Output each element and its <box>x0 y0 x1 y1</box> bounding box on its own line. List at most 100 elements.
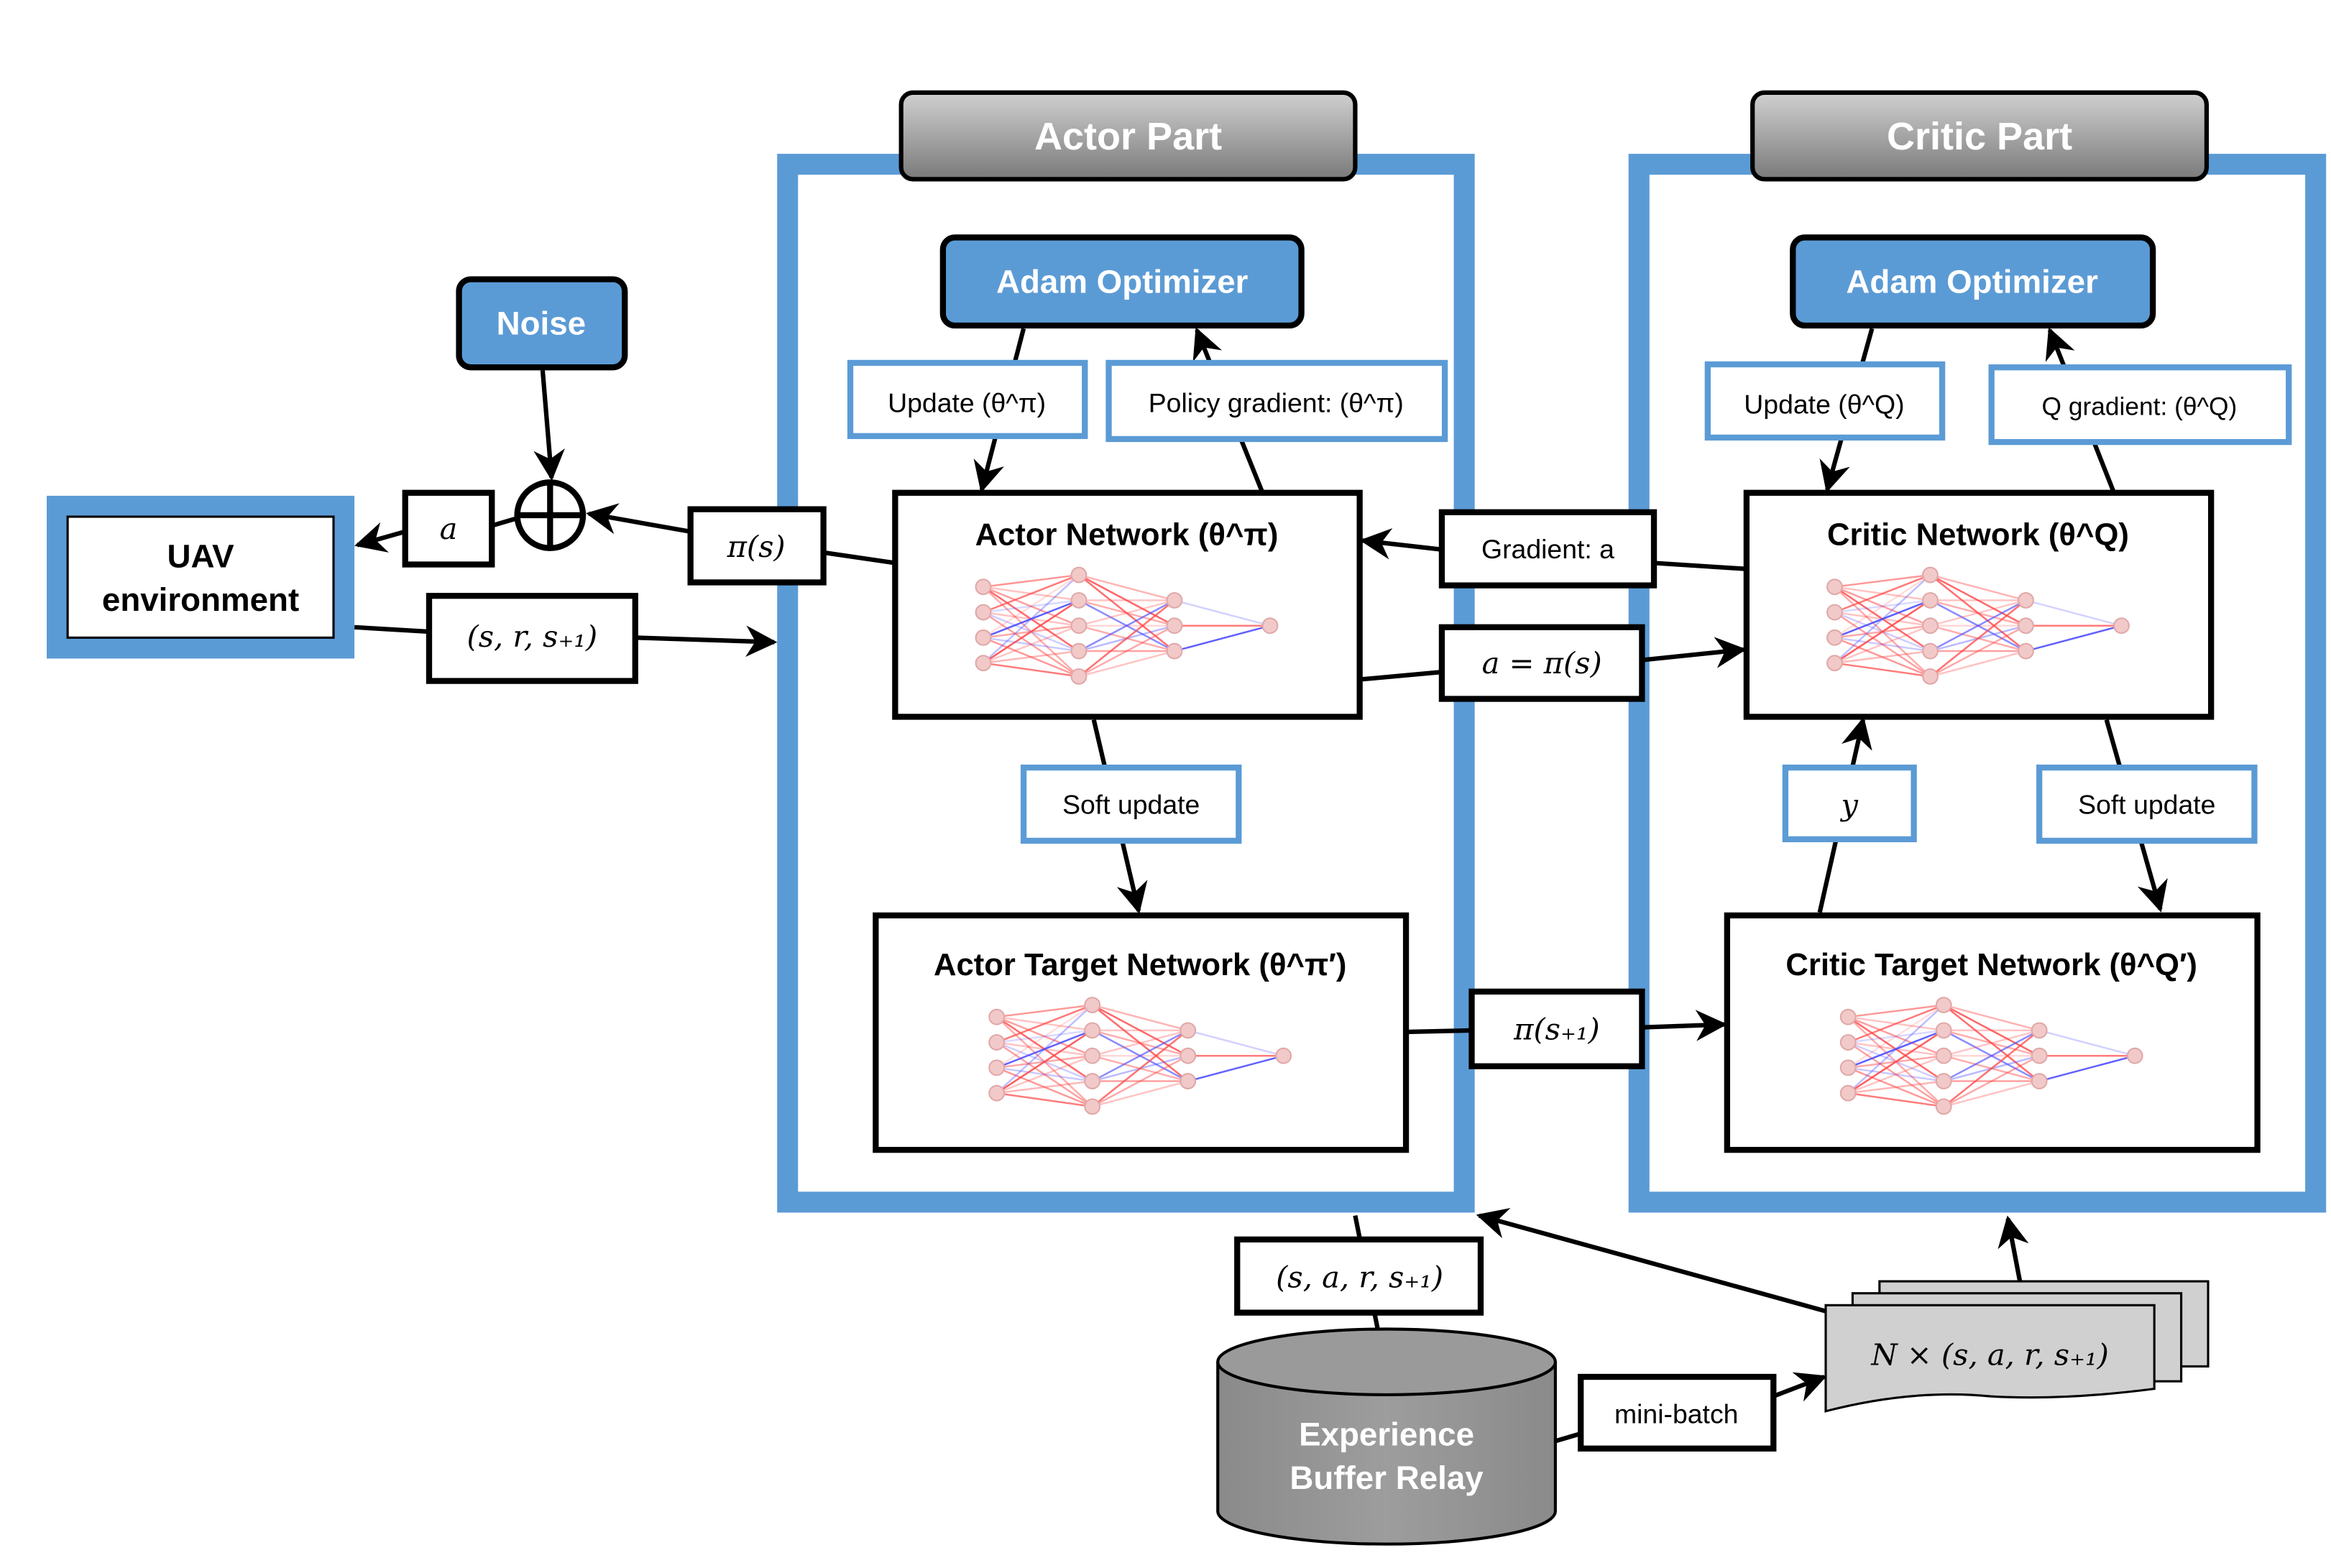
nn-node <box>988 1084 1006 1102</box>
nn-edge <box>1834 599 1931 614</box>
nn-edge <box>996 1004 1093 1094</box>
noise-box <box>456 276 628 371</box>
nn-node <box>1826 604 1843 621</box>
buffer-line1: Experience <box>1299 1416 1474 1453</box>
critic-network-box <box>1743 489 2215 720</box>
nn-node <box>1922 617 1939 635</box>
nn-edge <box>1943 1029 2040 1057</box>
nn-edge <box>1848 1004 1944 1018</box>
nn-node <box>1935 1098 1952 1115</box>
actor-policy-gradient-label: Policy gradient: (θ^π) <box>1149 388 1404 418</box>
nn-edge <box>983 574 1080 664</box>
nn-edge <box>1847 1004 1945 1094</box>
nn-edge <box>983 573 1080 614</box>
nn-node <box>1180 1022 1197 1039</box>
nn-edge <box>996 1029 1093 1069</box>
nn-node <box>2031 1047 2048 1064</box>
nn-node <box>1084 997 1101 1013</box>
nn-edge <box>1834 599 1931 664</box>
nn-edge <box>983 599 1080 639</box>
nn-node <box>975 629 992 646</box>
experience-tuple-label: (s, a, r, s₊₁) <box>1276 1259 1443 1294</box>
nn-edge <box>1847 1041 1944 1107</box>
nn-edge <box>1834 611 1931 678</box>
noise-arrow <box>533 370 565 481</box>
nn-edge <box>1943 1029 2040 1057</box>
nn-edge <box>1187 1055 1284 1082</box>
gradient-boxes <box>847 359 2292 844</box>
nn-node <box>988 1034 1006 1051</box>
samples-to-critic-arrow <box>1997 1215 2029 1282</box>
critic-network-graph-icon <box>1826 566 2130 685</box>
nn-edge <box>996 1004 1093 1018</box>
nn-node <box>1935 1047 1952 1064</box>
actor-network-box <box>892 489 1363 720</box>
nn-edge <box>1092 1029 1188 1057</box>
nn-edge <box>1834 637 1931 652</box>
nn-edge <box>983 662 1080 678</box>
nn-edge <box>996 1055 1093 1094</box>
nn-edge <box>996 1004 1093 1043</box>
nn-edge <box>1847 1029 1944 1069</box>
nn-edge <box>1078 650 1175 678</box>
actor-adam-optimizer-label: Adam Optimizer <box>996 263 1249 300</box>
nn-node <box>1922 566 1939 584</box>
nn-edge <box>996 1041 1093 1107</box>
gradient-a-label: Gradient: a <box>1481 534 1614 564</box>
uav-environment-line2: environment <box>102 581 299 618</box>
mini-batch-label: mini-batch <box>1614 1398 1738 1429</box>
pi-next-to-critic-target-arrow <box>1642 1010 1728 1041</box>
actor-part-header <box>898 90 1358 182</box>
nn-edge <box>1091 1004 1189 1082</box>
nn-edge <box>996 1066 1093 1082</box>
nn-edge <box>2038 1055 2135 1082</box>
nn-node <box>1826 629 1843 646</box>
nn-edge <box>1078 599 1175 627</box>
nn-edge <box>1078 573 1175 627</box>
nn-node <box>1839 1034 1857 1051</box>
nn-edge <box>1848 1092 1944 1108</box>
nn-node <box>2113 617 2130 635</box>
nn-edge <box>1930 599 2026 627</box>
nn-edge <box>996 1004 1093 1069</box>
nn-edge <box>1834 599 1931 639</box>
nn-edge <box>983 599 1080 614</box>
signal-boxes <box>402 489 1777 1452</box>
critic-target-network-graph-icon <box>1839 997 2143 1115</box>
nn-edge <box>1834 650 1931 664</box>
action-to-env-arrow <box>354 522 406 553</box>
policy-label: π(s) <box>727 529 786 564</box>
nn-edge <box>1078 599 1175 652</box>
nn-node <box>1922 591 1939 609</box>
nn-edge <box>1929 599 2027 652</box>
nn-edge <box>1929 599 2027 678</box>
nn-node <box>1070 642 1088 660</box>
nn-edge <box>1943 1004 2040 1057</box>
nn-edge <box>1834 624 1931 664</box>
buffer-to-minibatch-line <box>1555 1431 1582 1444</box>
nn-edge <box>983 624 1080 664</box>
nn-node <box>2018 617 2034 635</box>
nn-edge <box>1929 573 2027 627</box>
nn-node <box>2031 1073 2048 1089</box>
nn-edge <box>1930 573 2026 601</box>
nn-node <box>1084 1022 1101 1039</box>
noise-label: Noise <box>497 305 586 341</box>
nn-edge <box>983 586 1080 627</box>
nn-edge <box>1848 1066 1944 1082</box>
nn-node <box>1261 617 1279 635</box>
critic-update-label: Update (θ^Q) <box>1744 389 1904 420</box>
nn-node <box>1166 617 1183 635</box>
nn-node <box>1839 1059 1857 1076</box>
env-to-transition-line <box>354 624 430 635</box>
nn-edge <box>1174 599 1271 627</box>
nn-edge <box>1078 574 1175 652</box>
nn-node <box>2018 591 2034 609</box>
nn-node <box>1070 566 1088 584</box>
nn-edge <box>983 573 1080 588</box>
policy-to-sum-arrow <box>586 503 691 535</box>
nn-edge <box>1847 1066 1944 1108</box>
nn-edge <box>1847 1016 1944 1057</box>
minibatch-to-samples-arrow <box>1773 1372 1828 1402</box>
